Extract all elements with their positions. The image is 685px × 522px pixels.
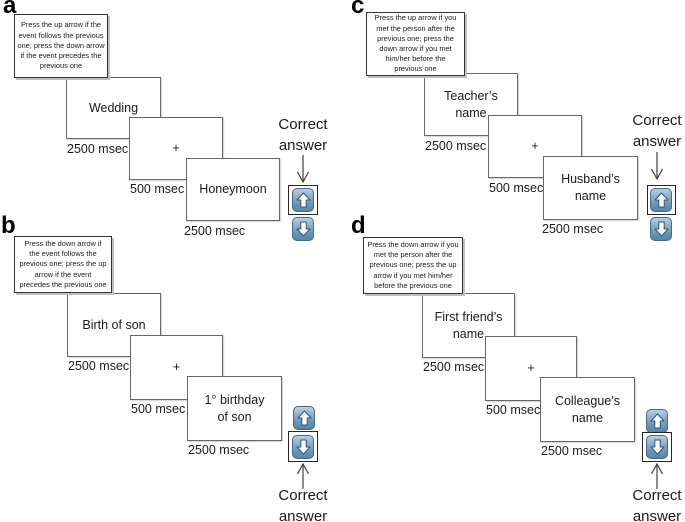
duration-label-a-1: 2500 msec: [67, 142, 129, 156]
duration-label-d-3: 2500 msec: [541, 444, 603, 458]
down-arrow-icon: [650, 439, 664, 455]
panel-d-label: d: [351, 212, 366, 239]
correct-answer-outline-a: [288, 185, 318, 215]
up-pointer-arrow-icon: [296, 463, 310, 489]
correct-answer-outline-c: [647, 185, 676, 215]
duration-label-d-2: 500 msec: [486, 403, 541, 417]
duration-label-a-3: 2500 msec: [184, 224, 246, 238]
down-arrow-key-b: [292, 435, 314, 459]
fixation-cross: +: [527, 361, 535, 376]
stimulus-card-text: Honeymoon: [199, 182, 267, 197]
up-arrow-icon: [654, 192, 668, 208]
fixation-card-b: +: [130, 335, 223, 400]
fixation-cross: +: [531, 139, 539, 154]
down-arrow-key-c: [650, 217, 672, 241]
stimulus-card-text: Birth of son: [82, 317, 146, 332]
correct-answer-outline-b: [288, 431, 318, 462]
up-arrow-key-a: [292, 188, 314, 212]
duration-label-a-2: 500 msec: [130, 182, 185, 196]
panel-a-label: a: [3, 0, 17, 19]
down-arrow-key-a: [292, 217, 314, 241]
panel-c-label: c: [351, 0, 365, 19]
fixation-cross: +: [172, 360, 181, 375]
down-arrow-icon: [654, 221, 668, 237]
up-pointer-arrow-icon: [650, 463, 664, 489]
stimulus-card-text: Wedding: [88, 100, 139, 115]
duration-label-b-1: 2500 msec: [68, 359, 130, 373]
duration-label-c-3: 2500 msec: [542, 222, 604, 236]
duration-label-d-1: 2500 msec: [423, 360, 485, 374]
duration-label-b-3: 2500 msec: [188, 443, 250, 457]
duration-label-c-2: 500 msec: [489, 181, 544, 195]
up-arrow-key-c: [650, 188, 672, 212]
up-arrow-key-b: [293, 406, 315, 430]
fixation-cross: +: [172, 141, 180, 156]
down-arrow-icon: [296, 221, 310, 237]
down-pointer-arrow-icon: [650, 152, 664, 181]
up-arrow-icon: [297, 410, 311, 426]
correct-answer-outline-d: [642, 432, 672, 462]
panel-b-label: b: [1, 212, 16, 239]
duration-label-c-1: 2500 msec: [425, 139, 487, 153]
down-arrow-icon: [296, 439, 310, 455]
down-pointer-arrow-icon: [296, 155, 310, 184]
down-arrow-key-d: [646, 435, 668, 459]
duration-label-b-2: 500 msec: [131, 402, 186, 416]
stimulus-card-a-2: Honeymoon: [186, 158, 280, 221]
up-arrow-key-d: [646, 409, 668, 433]
up-arrow-icon: [296, 192, 310, 208]
up-arrow-icon: [650, 413, 664, 429]
